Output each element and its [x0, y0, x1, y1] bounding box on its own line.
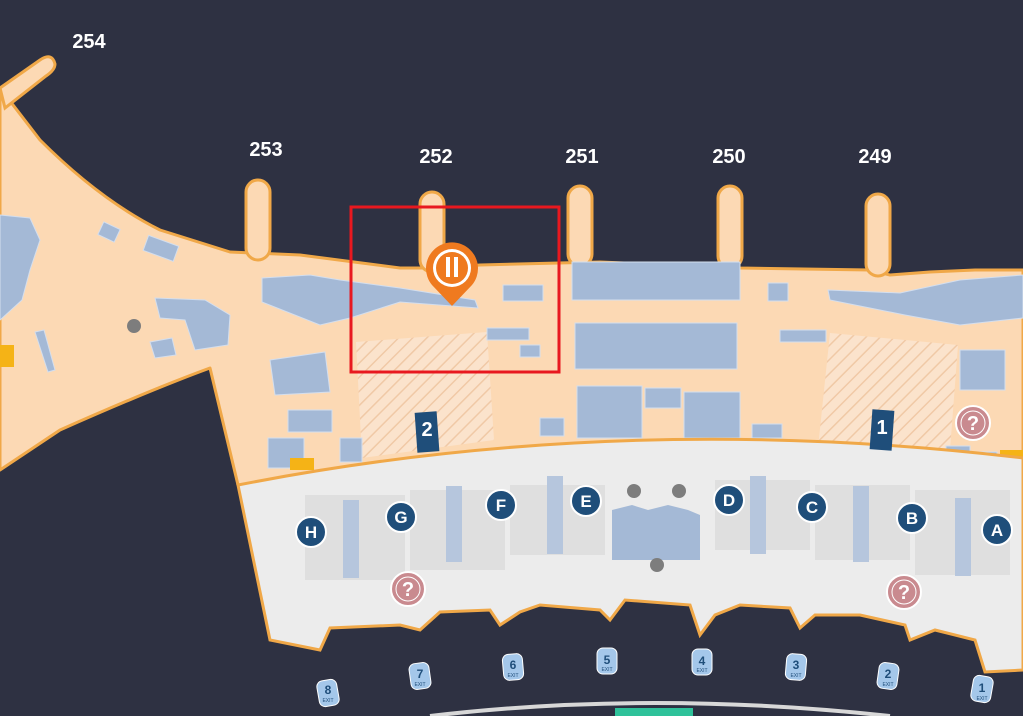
- security-checkpoint-1: 1: [869, 409, 895, 451]
- restaurant-pin-icon[interactable]: [426, 242, 479, 306]
- zone-e-label: E: [580, 492, 591, 511]
- exit-8-caption: EXIT: [322, 698, 333, 704]
- zone-c-label: C: [806, 498, 818, 517]
- exit-4-label: 4: [699, 654, 706, 668]
- highlight-box: [349, 205, 561, 374]
- exit-1-caption: EXIT: [976, 696, 987, 702]
- roadway-marker: [615, 708, 693, 716]
- exit-2-caption: EXIT: [882, 682, 893, 688]
- exit-7-caption: EXIT: [414, 682, 425, 688]
- exit-3-caption: EXIT: [790, 673, 801, 679]
- gate-piers: [0, 55, 892, 278]
- zone-f-badge[interactable]: [485, 489, 517, 521]
- zone-g-badge[interactable]: [385, 501, 417, 533]
- zone-d-badge[interactable]: [713, 484, 745, 516]
- help-point-2-symbol: ?: [402, 579, 414, 601]
- gate-252-label: 252: [419, 146, 452, 168]
- security-checkpoint-1-label: 1: [876, 417, 887, 439]
- zone-c-badge[interactable]: [796, 491, 828, 523]
- gate-251-label: 251: [565, 146, 598, 168]
- exit-6-label: 6: [510, 658, 517, 672]
- exit-2-label: 2: [885, 667, 892, 681]
- information-question-icon[interactable]: [886, 574, 922, 610]
- security-checkpoint-2: 2: [414, 411, 440, 453]
- zone-h-label: H: [305, 523, 317, 542]
- zone-a-badge[interactable]: [981, 514, 1013, 546]
- exit-1-label: 1: [979, 681, 986, 695]
- information-question-icon[interactable]: [955, 405, 991, 441]
- security-checkpoint-2-label: 2: [421, 419, 432, 441]
- exit-7-label: 7: [417, 667, 424, 681]
- zone-d-label: D: [723, 491, 735, 510]
- exit-5-caption: EXIT: [601, 667, 612, 673]
- help-point-1-symbol: ?: [967, 413, 979, 435]
- exit-4-caption: EXIT: [696, 668, 707, 674]
- zone-b-label: B: [906, 509, 918, 528]
- zone-b-badge[interactable]: [896, 502, 928, 534]
- gate-250-label: 250: [712, 146, 745, 168]
- pillars: [127, 319, 686, 572]
- exit-5-label: 5: [604, 653, 611, 667]
- zone-g-label: G: [394, 508, 407, 527]
- zone-h-badge[interactable]: [295, 516, 327, 548]
- gate-254-label: 254: [72, 31, 106, 53]
- information-question-icon[interactable]: [390, 571, 426, 607]
- exit-8-label: 8: [325, 683, 332, 697]
- checkin-counters: [343, 476, 971, 578]
- security-zones: [356, 332, 958, 458]
- zone-e-badge[interactable]: [570, 485, 602, 517]
- help-point-3-symbol: ?: [898, 582, 910, 604]
- shop-blocks: [0, 214, 1023, 469]
- zone-f-label: F: [496, 496, 506, 515]
- roadway: [429, 701, 891, 716]
- zone-a-label: A: [991, 521, 1003, 540]
- exit-6-caption: EXIT: [507, 673, 518, 679]
- exit-3-label: 3: [793, 658, 800, 672]
- gate-253-label: 253: [249, 139, 282, 161]
- exit-badges: [316, 647, 994, 708]
- gate-249-label: 249: [858, 146, 891, 168]
